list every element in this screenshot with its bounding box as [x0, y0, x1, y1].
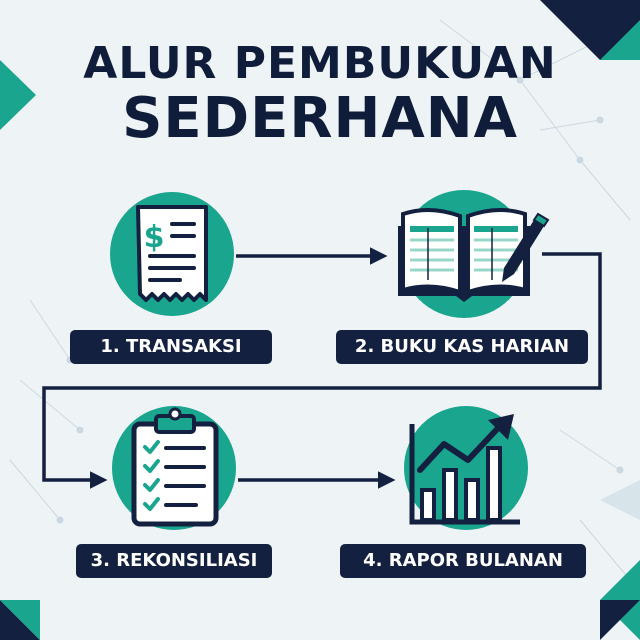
- step-1-label: 1. TRANSAKSI: [70, 330, 272, 364]
- flow-connectors: [42, 247, 602, 489]
- arrow-step2-to-step3: [42, 252, 602, 489]
- corner-triangle-decoration: [600, 20, 640, 60]
- page-title: ALUR PEMBUKUAN: [83, 38, 557, 89]
- receipt-dollar-icon: $: [110, 192, 234, 316]
- step-2-label: 2. BUKU KAS HARIAN: [336, 330, 588, 364]
- corner-triangle-decoration: [0, 60, 36, 130]
- corner-triangle-decoration: [600, 480, 640, 520]
- clipboard-checklist-icon: [112, 406, 236, 530]
- open-ledger-book-pen-icon: [398, 190, 550, 318]
- corner-triangle-decoration: [0, 600, 40, 640]
- step-4-label: 4. RAPOR BULANAN: [340, 544, 586, 578]
- step-3-label: 3. REKONSILIASI: [76, 544, 272, 578]
- pen-icon: [502, 212, 550, 282]
- corner-triangle-decoration: [600, 600, 640, 640]
- svg-text:$: $: [144, 220, 165, 255]
- rising-bar-chart-icon: [404, 406, 528, 530]
- page-subtitle: SEDERHANA: [122, 86, 518, 151]
